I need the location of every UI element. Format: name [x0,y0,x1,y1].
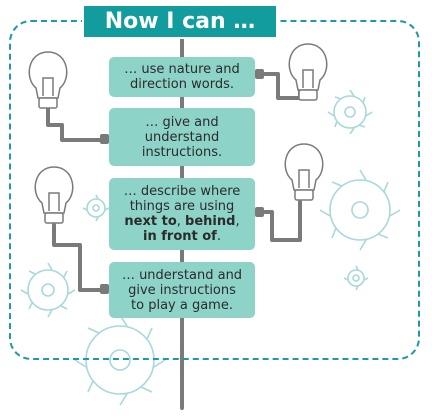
item-line: … give and [145,114,219,130]
item-line: … use nature and [124,62,240,77]
item-line: in front of. [143,229,221,244]
item-line: next to, behind, [124,214,239,229]
can-do-item-4: … understand and give instructions to pl… [109,262,255,318]
gear-icon [327,89,373,135]
page-title: Now I can … [82,4,278,39]
light-bulb-icon [28,51,68,109]
light-bulb-icon [288,43,328,101]
light-bulb-icon [34,166,74,224]
can-do-item-1: … use nature and direction words. [109,57,255,97]
gear-icon [82,194,110,222]
gear-icon [74,314,166,406]
connector-wire [52,223,104,292]
light-bulb-icon [284,143,324,201]
item-line: … understand and [121,267,243,283]
bold-phrase: behind [185,214,236,229]
can-do-item-3: … describe where things are using next t… [109,178,255,250]
item-line: instructions. [141,144,223,160]
item-line: things are using [129,199,235,214]
can-do-item-2: … give and understand instructions. [109,108,255,166]
separator: . [216,229,221,244]
connector-wire [260,200,302,242]
separator: , [235,214,240,229]
item-line: to play a game. [131,297,233,313]
connector-wire [46,106,104,142]
bold-phrase: in front of [143,229,217,244]
separator: , [176,214,186,229]
gear-icon [343,265,369,291]
gear-icon [319,169,401,251]
item-line: direction words. [130,77,234,92]
item-line: give instructions [128,282,236,298]
gear-icon [20,262,76,318]
item-line: … describe where [123,184,241,199]
item-line: understand [144,129,220,145]
bold-phrase: next to [124,214,177,229]
